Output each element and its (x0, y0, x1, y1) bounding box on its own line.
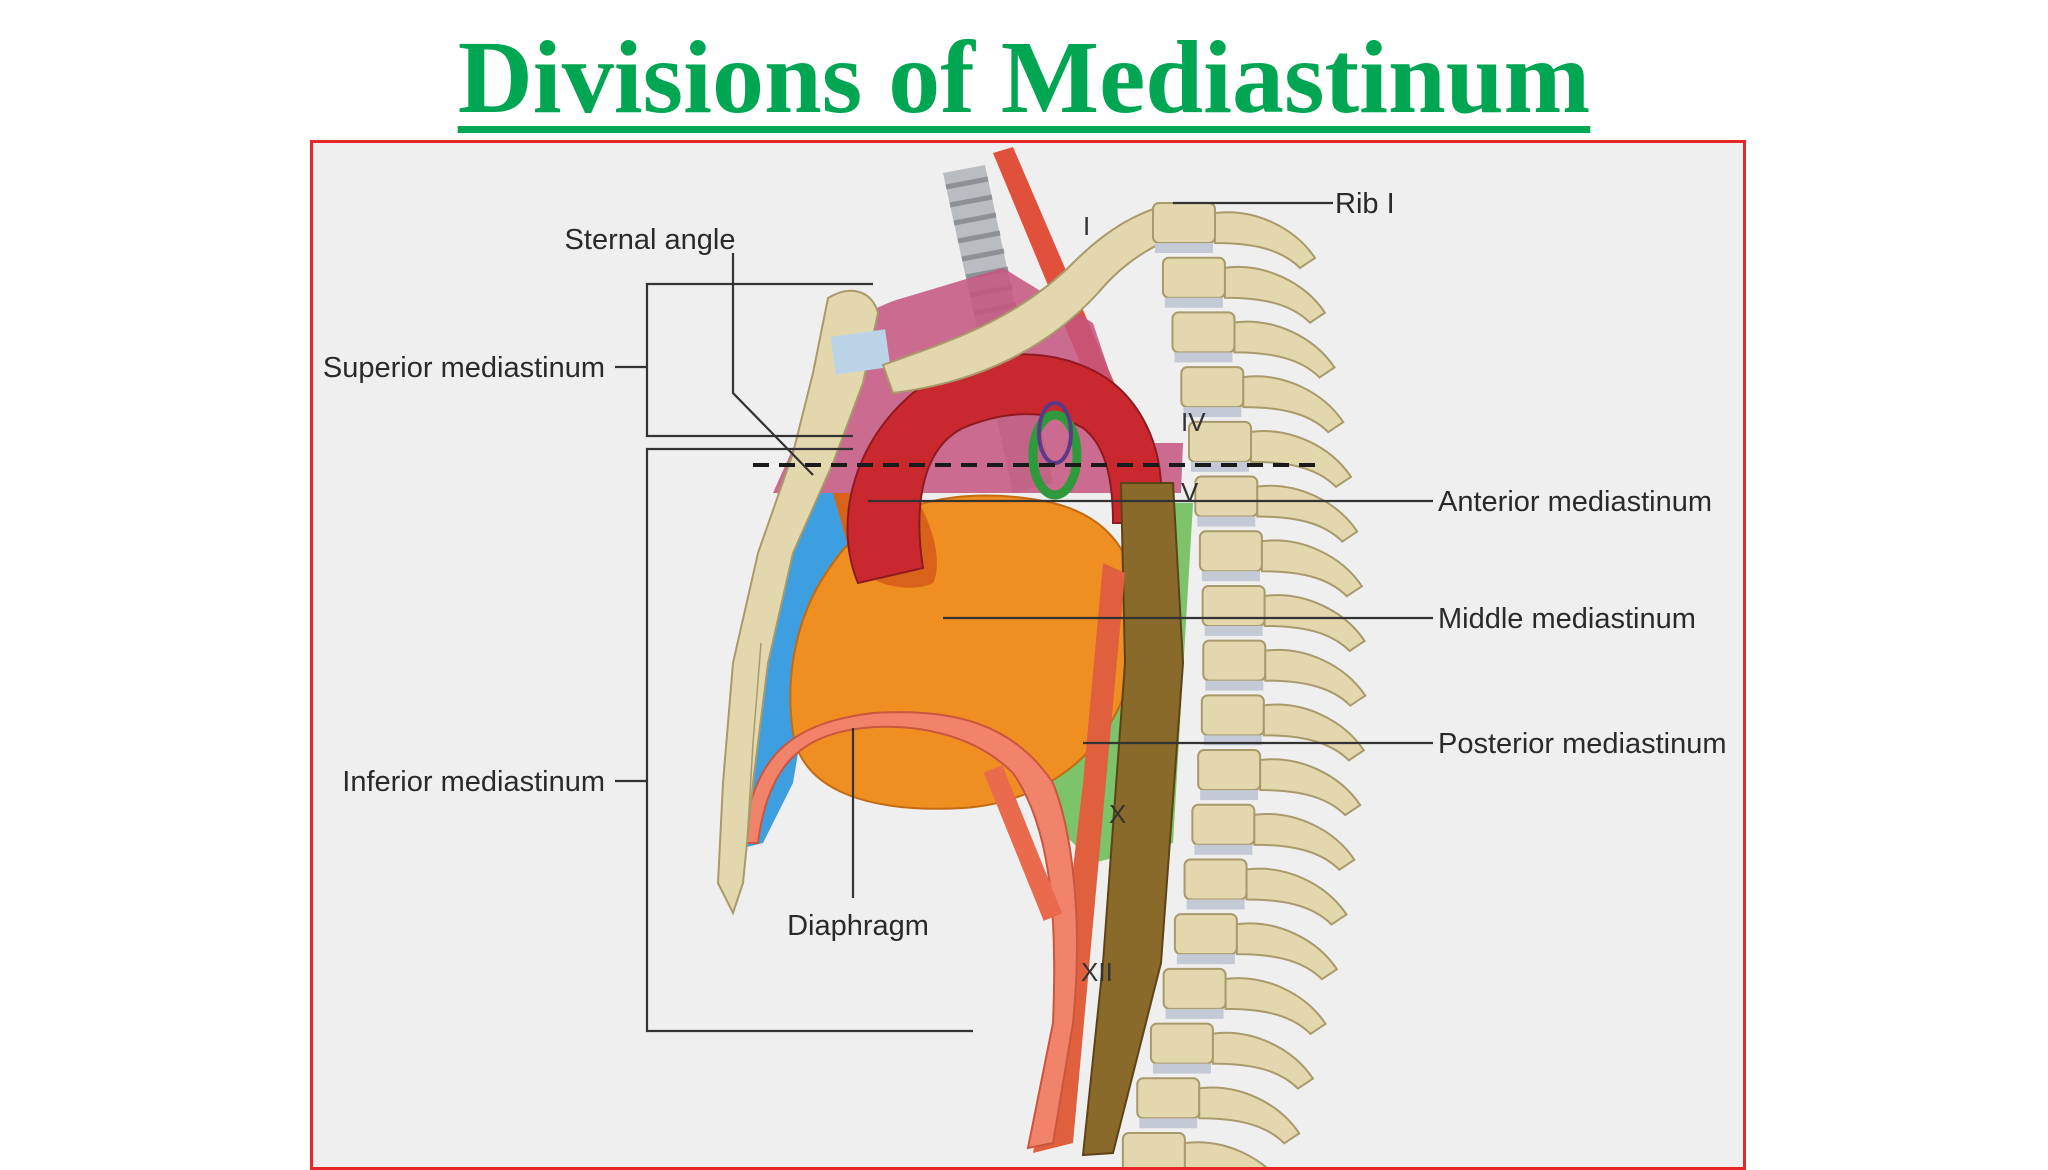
intervertebral-disc (1186, 899, 1245, 910)
spinous-process (1214, 211, 1317, 270)
label-anterior-mediastinum: Anterior mediastinum (1438, 486, 1712, 518)
vertebra-body (1149, 1022, 1214, 1065)
costal-cartilage (830, 329, 891, 375)
intervertebral-disc (1176, 954, 1235, 965)
pulmonary-vessel (1028, 410, 1082, 500)
intervertebral-disc (1183, 407, 1242, 418)
diaphragm (741, 711, 1078, 1150)
intervertebral-disc (1205, 680, 1264, 691)
spinous-process (1211, 1031, 1315, 1090)
spinous-process (1183, 1141, 1268, 1167)
vertebra-body (1198, 530, 1263, 573)
leader-lines (615, 201, 1433, 1033)
spinous-process (1264, 648, 1367, 707)
intervertebral-disc (1139, 1118, 1198, 1129)
label-posterior-mediastinum: Posterior mediastinum (1438, 728, 1727, 760)
spinous-process (1253, 813, 1356, 872)
vertebral-column (1121, 202, 1367, 1167)
esophagus-lower (1033, 563, 1125, 1153)
vertebra-body (1173, 913, 1238, 956)
spinous-process (1242, 375, 1345, 434)
spinous-process (1262, 703, 1366, 762)
intervertebral-disc (1201, 571, 1260, 582)
vertebra-body (1183, 858, 1248, 901)
spinous-process (1256, 484, 1359, 543)
mediastinum-diagram: I IV V X XII Sternal angle Rib I Superio… (323, 147, 1727, 1167)
vertebra-label-10: X (1109, 799, 1126, 829)
intervertebral-disc (1152, 1063, 1211, 1074)
intervertebral-disc (1165, 1008, 1224, 1019)
vertebra-body (1121, 1132, 1186, 1167)
spinous-process (1259, 758, 1362, 817)
vertebra-body (1202, 639, 1267, 682)
intervertebral-disc (1155, 243, 1213, 253)
intervertebral-disc (1194, 844, 1253, 855)
intervertebral-disc (1200, 790, 1259, 801)
vertebra-body (1152, 202, 1216, 244)
spinous-process (1249, 430, 1353, 489)
label-middle-mediastinum: Middle mediastinum (1438, 603, 1696, 635)
spinous-process (1263, 594, 1367, 653)
spinous-process (1245, 867, 1348, 926)
spinous-process (1233, 320, 1336, 379)
spinous-process (1223, 265, 1327, 324)
vertebra-body (1180, 366, 1245, 409)
intervertebral-disc (1174, 352, 1233, 363)
aortic-arch (846, 353, 1165, 585)
intervertebral-disc (1164, 297, 1223, 308)
vertebra-body (1161, 256, 1226, 299)
vertebra-label-12: XII (1081, 957, 1113, 987)
spinous-process (1235, 922, 1339, 981)
vertebra-label-4: IV (1181, 407, 1206, 437)
label-sternal-angle: Sternal angle (565, 224, 736, 256)
spinous-process (1260, 539, 1364, 598)
vertebra-body (1136, 1077, 1201, 1120)
diagram-frame: I IV V X XII Sternal angle Rib I Superio… (310, 140, 1746, 1170)
page-title-text: Divisions of Mediastinum (457, 20, 1591, 135)
label-superior-mediastinum: Superior mediastinum (323, 352, 605, 384)
intervertebral-disc (1204, 625, 1263, 636)
page-title: Divisions of Mediastinum (0, 18, 2048, 138)
vertebra-body (1197, 749, 1262, 792)
vertebra-label-1: I (1083, 211, 1090, 241)
label-diaphragm: Diaphragm (787, 910, 929, 942)
vertebra-body (1201, 584, 1266, 627)
spinous-process (1224, 977, 1327, 1036)
vertebra-body (1191, 803, 1256, 846)
intervertebral-disc (1203, 735, 1262, 746)
diaphragm-crus (983, 765, 1063, 921)
sternum (716, 289, 880, 916)
intervertebral-disc (1197, 516, 1256, 527)
vertebra-body (1194, 475, 1259, 518)
vertebra-body (1171, 311, 1236, 354)
vertebra-label-5: V (1181, 477, 1199, 507)
intervertebral-disc (1190, 461, 1249, 472)
label-rib-1: Rib I (1335, 188, 1395, 220)
vertebra-body (1162, 967, 1227, 1010)
label-inferior-mediastinum: Inferior mediastinum (342, 766, 605, 798)
spinous-process (1198, 1086, 1301, 1145)
vertebra-body (1200, 694, 1265, 737)
